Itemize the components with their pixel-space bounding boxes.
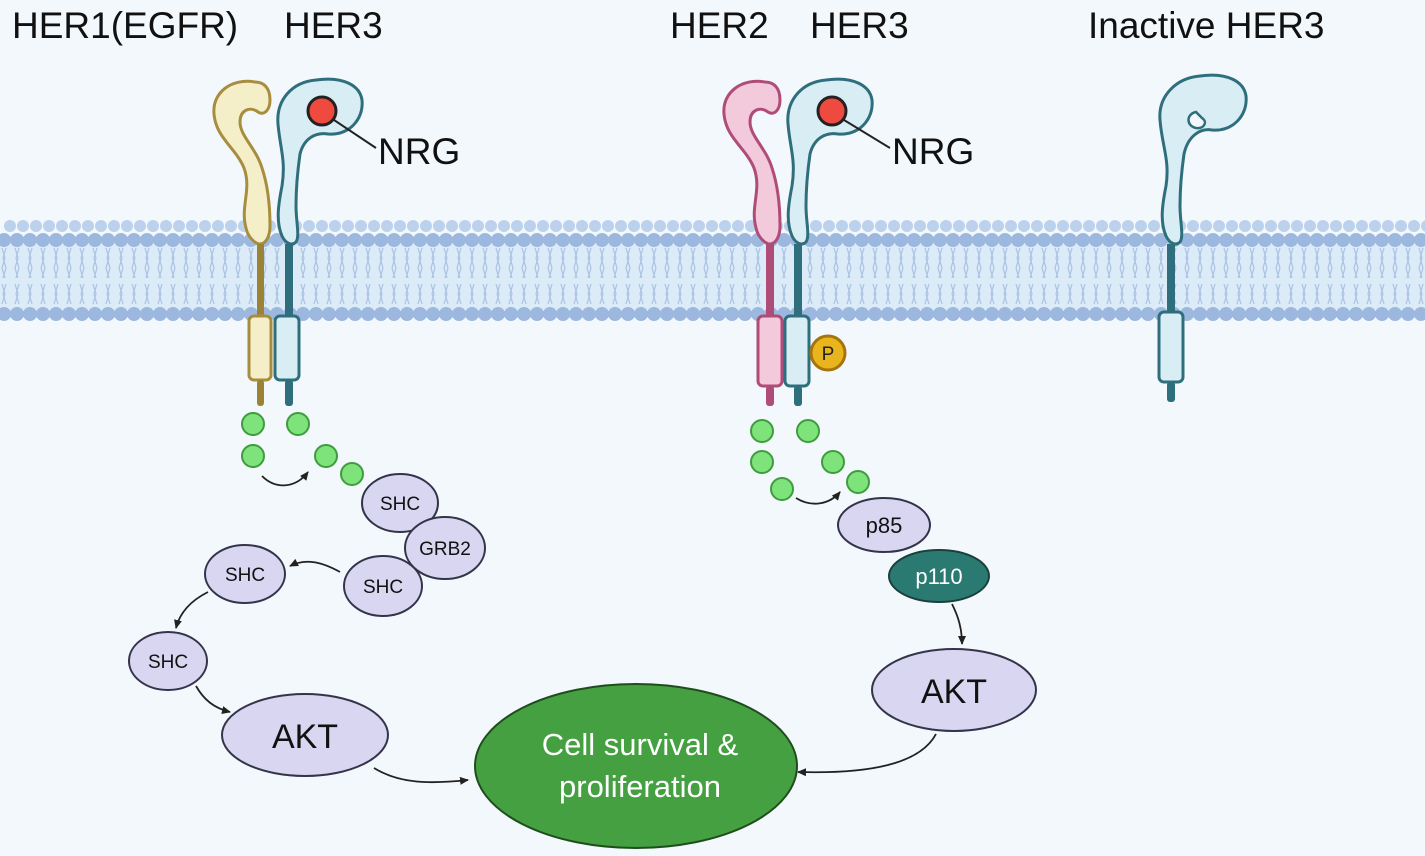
svg-text:SHC: SHC <box>380 494 420 515</box>
svg-text:SHC: SHC <box>148 652 188 673</box>
p110-node: p110 <box>888 549 990 603</box>
svg-text:proliferation: proliferation <box>559 769 721 804</box>
label-nrg-middle: NRG <box>892 131 974 172</box>
label-her2: HER2 <box>670 5 769 46</box>
nrg-ligand-middle <box>816 95 891 149</box>
label-her1-egfr: HER1(EGFR) <box>12 5 238 46</box>
her3-receptor-left <box>273 77 364 406</box>
inactive-her3-receptor <box>1157 73 1248 402</box>
phospho-tyrosine-dots-middle <box>750 419 870 501</box>
svg-text:Cell survival &: Cell survival & <box>542 727 739 762</box>
arrow-p110-to-akt <box>951 603 966 645</box>
label-her3-left: HER3 <box>284 5 383 46</box>
label-her3-middle: HER3 <box>810 5 909 46</box>
shc-node-bottom: SHC <box>343 555 423 617</box>
nrg-ligand-left <box>306 95 377 149</box>
phospho-tyrosine-dots-left <box>241 412 364 486</box>
shc-node-mid: SHC <box>204 544 286 604</box>
her3-receptor-middle <box>783 77 874 406</box>
grb2-node: GRB2 <box>404 516 486 580</box>
p85-node: p85 <box>837 497 931 553</box>
svg-text:SHC: SHC <box>363 577 403 598</box>
svg-text:GRB2: GRB2 <box>419 539 471 560</box>
shc-node-top: SHC <box>361 473 439 533</box>
arrow-shc-to-akt-left <box>195 685 231 714</box>
akt-node-middle: AKT <box>871 648 1037 732</box>
label-inactive-her3: Inactive HER3 <box>1088 5 1325 46</box>
akt-node-left: AKT <box>221 693 389 777</box>
her1-receptor <box>212 79 273 406</box>
svg-text:p110: p110 <box>915 564 962 589</box>
cell-survival-outcome: Cell survival & proliferation <box>474 683 798 849</box>
phosphate-label: P <box>822 344 835 365</box>
phosphate-group: P <box>809 334 847 372</box>
arrow-dots-to-p85 <box>795 491 841 505</box>
shc-node-low: SHC <box>128 631 208 691</box>
arrow-shc-to-shc-mid <box>289 558 341 573</box>
arrow-akt-left-to-outcome <box>373 767 469 785</box>
her2-receptor <box>722 79 784 406</box>
arrow-shc-mid-to-shc-low <box>174 591 209 629</box>
svg-text:AKT: AKT <box>921 673 987 711</box>
arrow-dots-to-shc-left <box>261 471 309 487</box>
label-nrg-left: NRG <box>378 131 460 172</box>
svg-text:SHC: SHC <box>225 565 265 586</box>
svg-text:AKT: AKT <box>272 718 338 756</box>
cell-membrane <box>0 220 1425 321</box>
svg-text:p85: p85 <box>866 513 903 538</box>
arrow-akt-middle-to-outcome <box>797 733 937 777</box>
